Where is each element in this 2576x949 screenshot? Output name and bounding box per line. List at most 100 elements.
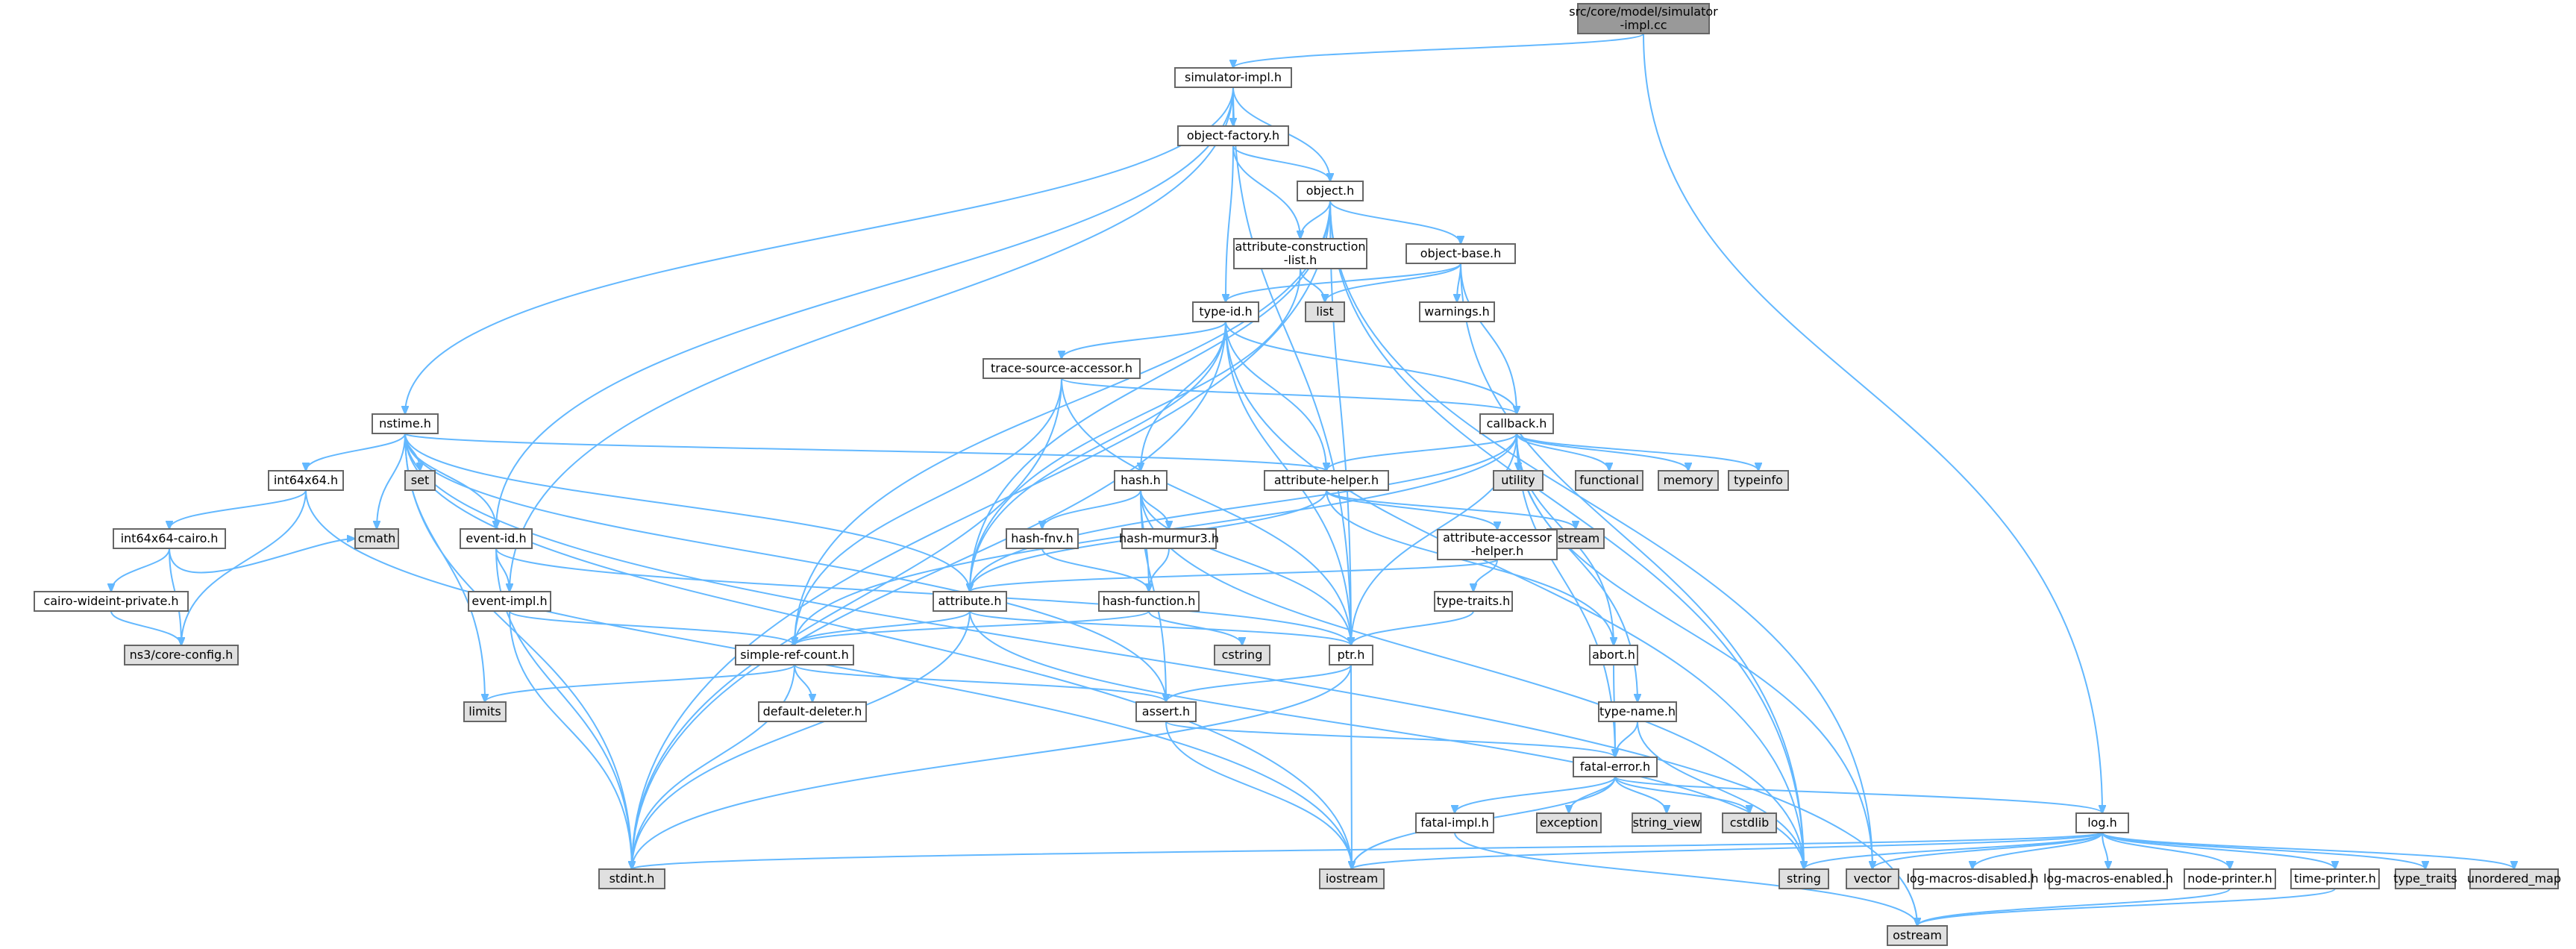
node-logen[interactable]: log-macros-enabled.h	[2043, 868, 2173, 889]
node-label-logdis: log-macros-disabled.h	[1906, 871, 2038, 886]
edge-hashmur-to-hashfunc	[1149, 548, 1170, 592]
node-attrcons[interactable]: attribute-construction-list.h	[1233, 238, 1367, 269]
node-label-set: set	[411, 473, 429, 487]
node-box-attracc	[1437, 529, 1558, 560]
node-string: string	[1779, 868, 1829, 889]
node-object[interactable]: object.h	[1297, 181, 1364, 201]
node-box-memory	[1658, 470, 1719, 491]
node-label-hashfunc: hash-function.h	[1103, 594, 1196, 608]
node-typename[interactable]: type-name.h	[1598, 701, 1677, 722]
node-label-callback: callback.h	[1487, 416, 1547, 430]
node-label-timeprint: time-printer.h	[2294, 871, 2376, 886]
edge-fatalerr-to-cstdlib	[1614, 776, 1749, 813]
node-typeid[interactable]: type-id.h	[1192, 301, 1259, 322]
edge-typeid-to-attribute	[970, 321, 1226, 592]
node-box-attrcons	[1233, 238, 1367, 269]
node-log[interactable]: log.h	[2075, 812, 2129, 833]
node-box-typeid	[1192, 301, 1259, 322]
edge-attracc-to-typetraits	[1473, 559, 1498, 592]
node-int64cairo[interactable]: int64x64-cairo.h	[113, 528, 226, 549]
node-hashfnv[interactable]: hash-fnv.h	[1006, 528, 1079, 549]
edge-tsacc-to-simref	[795, 378, 1062, 645]
edge-typename-to-fatalerr	[1615, 721, 1638, 757]
node-ptr[interactable]: ptr.h	[1329, 645, 1373, 665]
node-simref[interactable]: simple-ref-count.h	[735, 645, 854, 665]
edge-attrhelper-to-abort	[1326, 489, 1614, 645]
node-box-attrhelper	[1264, 470, 1389, 491]
node-box-list	[1305, 301, 1345, 322]
edge-typeid-to-attrhelper	[1225, 321, 1326, 471]
node-eventid[interactable]: event-id.h	[460, 528, 533, 549]
node-cairowide[interactable]: cairo-wideint-private.h	[34, 591, 189, 612]
node-box-attribute	[933, 591, 1007, 612]
node-hashfunc[interactable]: hash-function.h	[1098, 591, 1200, 612]
edge-object-to-stdint	[632, 200, 1331, 869]
edge-nstime-to-cmath	[377, 433, 406, 529]
node-eventimpl[interactable]: event-impl.h	[468, 591, 551, 612]
node-label-assert: assert.h	[1142, 704, 1190, 718]
edge-log-to-unordmap	[2102, 832, 2514, 869]
node-box-timeprint	[2290, 868, 2380, 889]
node-fatalerr[interactable]: fatal-error.h	[1573, 757, 1658, 777]
node-unordmap: unordered_map	[2467, 868, 2561, 889]
node-warnings[interactable]: warnings.h	[1419, 301, 1495, 322]
edge-typetraits-to-ptr	[1351, 610, 1474, 645]
node-int64x64[interactable]: int64x64.h	[268, 470, 344, 491]
node-objbase[interactable]: object-base.h	[1405, 243, 1516, 264]
node-box-assert	[1135, 701, 1197, 722]
node-box-typename	[1598, 701, 1677, 722]
node-typetraits[interactable]: type-traits.h	[1434, 591, 1513, 612]
node-label-tsacc: trace-source-accessor.h	[991, 361, 1132, 375]
node-attribute[interactable]: attribute.h	[933, 591, 1007, 612]
node-objfac[interactable]: object-factory.h	[1177, 125, 1289, 146]
node-callback[interactable]: callback.h	[1479, 413, 1554, 434]
node-abort[interactable]: abort.h	[1589, 645, 1638, 665]
nodes-layer: src/core/model/simulator-impl.cc simulato…	[34, 3, 2561, 946]
node-nstime[interactable]: nstime.h	[372, 413, 439, 434]
node-label-attracc: attribute-accessor	[1443, 530, 1552, 545]
edge-nstime-to-assert	[404, 433, 1166, 702]
node-attracc[interactable]: attribute-accessor-helper.h	[1437, 529, 1558, 560]
node-simimpl[interactable]: simulator-impl.h	[1174, 67, 1292, 88]
node-box-vector	[1846, 868, 1899, 889]
node-box-ostream	[1887, 925, 1948, 946]
node-attrhelper[interactable]: attribute-helper.h	[1264, 470, 1389, 491]
node-label-sstream: sstream	[1552, 531, 1599, 545]
edge-ptr-to-stdint	[632, 664, 1352, 869]
node-label-objfac: object-factory.h	[1187, 128, 1279, 142]
node-label-nstime: nstime.h	[379, 416, 431, 430]
node-box-nstime	[372, 413, 439, 434]
node-hash[interactable]: hash.h	[1114, 470, 1168, 491]
node-logdis[interactable]: log-macros-disabled.h	[1906, 868, 2039, 889]
edge-root-to-log	[1643, 33, 2102, 813]
node-timeprint[interactable]: time-printer.h	[2290, 868, 2380, 889]
node-box-eventid	[460, 528, 533, 549]
node-label-nodeprint: node-printer.h	[2187, 871, 2272, 886]
edge-fatalerr-to-stringview	[1614, 776, 1667, 813]
node-hashmur[interactable]: hash-murmur3.h	[1119, 528, 1219, 549]
node-nodeprint[interactable]: node-printer.h	[2184, 868, 2276, 889]
node-defdel[interactable]: default-deleter.h	[758, 701, 867, 722]
edge-object-to-string	[1329, 200, 1804, 869]
node-tsacc[interactable]: trace-source-accessor.h	[983, 358, 1141, 379]
node-stdint: stdint.h	[598, 868, 665, 889]
node-root[interactable]: src/core/model/simulator-impl.cc	[1569, 3, 1718, 34]
node-box-cmath	[354, 528, 399, 549]
edge-timeprint-to-ostream	[1917, 888, 2336, 926]
node-cstdlib: cstdlib	[1722, 812, 1777, 833]
node-label-attrcons: -list.h	[1284, 253, 1317, 267]
edge-object-to-objbase	[1329, 200, 1461, 244]
node-fatalimpl[interactable]: fatal-impl.h	[1415, 812, 1494, 833]
node-box-iostream	[1319, 868, 1385, 889]
node-label-abort: abort.h	[1592, 648, 1635, 662]
edge-hashfunc-to-simref	[795, 610, 1150, 645]
node-assert[interactable]: assert.h	[1135, 701, 1197, 722]
edge-tsacc-to-stdint	[632, 378, 1062, 869]
edge-attrcons-to-attribute	[970, 268, 1301, 592]
node-stringview: string_view	[1632, 812, 1702, 833]
edge-objfac-to-typeid	[1226, 145, 1234, 302]
node-label-hash: hash.h	[1121, 473, 1161, 487]
node-label-cmath: cmath	[358, 531, 396, 545]
node-label-eventimpl: event-impl.h	[471, 594, 547, 608]
edge-hashfnv-to-hashfunc	[1041, 548, 1149, 592]
